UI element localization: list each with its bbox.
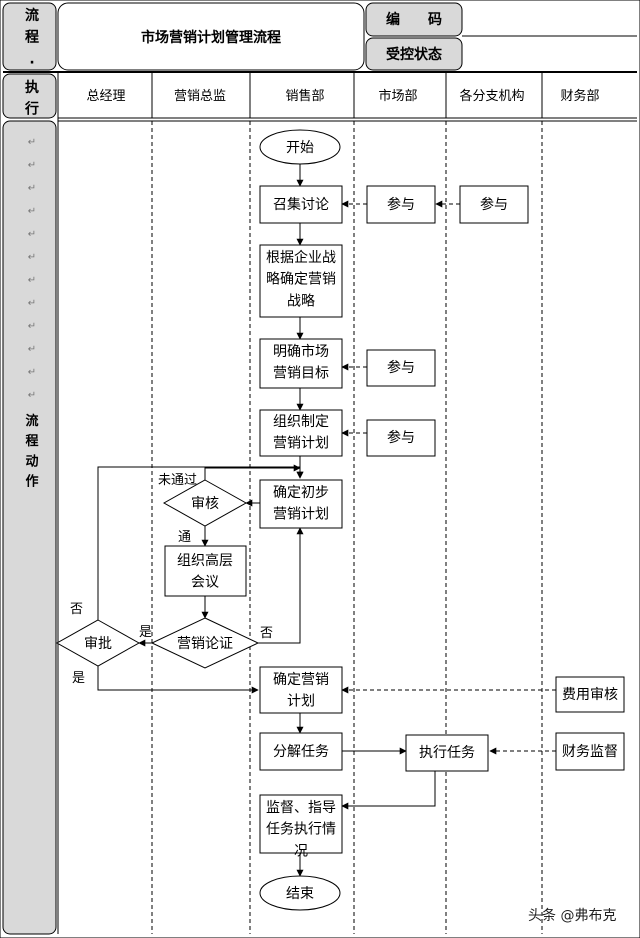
page-title: 市场营销计划管理流程 [141,29,281,46]
node-split-label: 分解任务 [273,744,329,760]
node-participate-2-label: 参与 [480,196,508,213]
node-cost-review-label: 费用审核 [562,687,618,703]
svg-text:↵: ↵ [28,160,36,171]
node-cost-review: 费用审核 [555,676,625,713]
svg-text:↵: ↵ [28,275,36,286]
lane-finance-dept: 财务部 [560,88,599,104]
node-meeting: 组织高层会议 [164,545,247,597]
node-initial-plan: 确定初步营销计划 [259,479,343,529]
header-side-cell [2,2,57,71]
lane-branches: 各分支机构 [459,88,524,104]
node-start-label: 开始 [286,140,314,156]
node-end: 结束 [259,875,341,911]
status-label: 受控状态 [386,46,442,63]
svg-text:↵: ↵ [28,229,36,240]
node-initial-plan-label: 确定初步营销计划 [273,484,329,523]
node-final-plan: 确定营销计划 [259,666,343,714]
node-convene-label: 召集讨论 [273,196,329,213]
svg-text:↵: ↵ [28,183,36,194]
edge-labels: 未通过 通 否 是 否 是 [70,473,273,686]
node-execute-label: 执行任务 [419,745,475,761]
lane-grid: 流程动作 ↵ ↵ ↵ ↵ ↵ ↵ ↵ ↵ ↵ ↵ ↵ ↵ [2,72,543,935]
node-monitor-label: 监督、指导任务执行情况 [266,800,336,859]
label-not-pass: 未通过 [158,473,197,488]
node-plan: 组织制定营销计划 [259,409,343,457]
svg-text:↵: ↵ [28,206,36,217]
label-pass: 通 [178,530,191,545]
flow-action-label: 流程动作 [25,413,38,489]
node-argue-label: 营销论证 [177,636,233,652]
node-participate-1: 参与 [366,185,436,224]
node-final-plan-label: 确定营销计划 [273,672,329,710]
svg-text:↵: ↵ [28,298,36,309]
lane-marketing-director: 营销总监 [174,89,226,104]
svg-text:↵: ↵ [28,344,36,355]
node-participate-4-label: 参与 [387,429,415,446]
lane-general-manager: 总经理 [86,89,125,104]
connectors [97,164,556,877]
lane-marketing-dept: 市场部 [378,88,417,104]
node-monitor: 监督、指导任务执行情况 [259,794,343,859]
node-finance-supervise: 财务监督 [555,732,625,771]
node-review-label: 审核 [191,496,219,512]
node-participate-3: 参与 [366,349,436,387]
node-execute: 执行任务 [405,734,489,772]
node-goal-label: 明确市场营销目标 [273,343,329,382]
svg-text:↵: ↵ [28,367,36,378]
header-side-label: 流程. [25,7,39,67]
svg-text:↵: ↵ [28,390,36,401]
exec-side-cell [2,73,57,119]
exec-side-label: 执行 [24,79,39,118]
node-end-label: 结束 [286,886,314,902]
node-participate-4: 参与 [366,419,436,457]
node-review: 审核 [162,479,248,527]
paragraph-marks: ↵ ↵ ↵ ↵ ↵ ↵ ↵ ↵ ↵ ↵ ↵ ↵ [28,137,36,401]
svg-text:↵: ↵ [28,321,36,332]
node-participate-1-label: 参与 [387,196,415,213]
svg-text:↵: ↵ [28,252,36,263]
node-argue: 营销论证 [150,617,260,669]
node-meeting-label: 组织高层会议 [177,552,233,591]
node-plan-label: 组织制定营销计划 [273,414,329,452]
node-goal: 明确市场营销目标 [259,338,343,389]
node-participate-3-label: 参与 [387,359,415,376]
lane-header-row: 执行 总经理 营销总监 销售部 市场部 各分支机构 财务部 [2,73,637,122]
node-finance-supervise-label: 财务监督 [562,744,618,760]
left-column [2,120,57,935]
label-no-right: 否 [260,626,273,641]
code-cell [365,2,463,37]
node-split: 分解任务 [259,732,343,771]
status-cell [365,37,463,71]
label-no-left: 否 [70,602,83,617]
label-yes-lower: 是 [72,671,85,686]
node-strategy-label: 根据企业战略确定营销战略 [266,249,336,309]
svg-text:↵: ↵ [28,137,36,148]
node-convene: 召集讨论 [259,185,343,224]
lane-sales-dept: 销售部 [285,88,324,104]
node-participate-2: 参与 [459,185,529,224]
title-cell [57,2,365,71]
label-yes-upper: 是 [139,625,152,640]
watermark: 头条 @弗布克 [528,907,616,924]
node-approve-label: 审批 [84,636,112,652]
node-strategy: 根据企业战略确定营销战略 [259,244,343,318]
code-label: 编 码 [386,11,442,28]
node-start: 开始 [259,129,341,165]
node-approve: 审批 [55,619,141,667]
